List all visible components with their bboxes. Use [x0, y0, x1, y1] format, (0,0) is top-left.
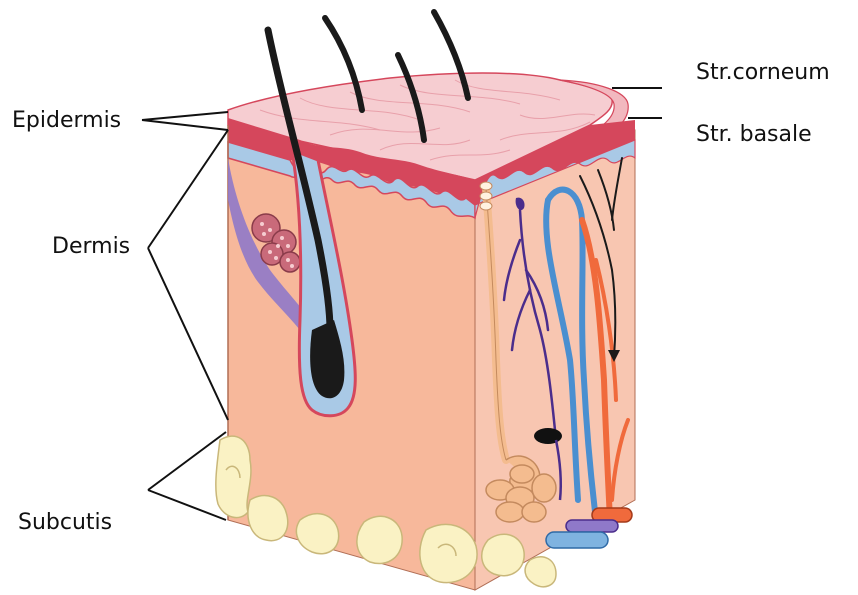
- pacinian-corpuscle: [534, 428, 562, 444]
- sweat-pore: [480, 182, 492, 210]
- dermis-leader: [148, 130, 228, 420]
- label-stratum-corneum: Str.corneum: [696, 62, 830, 84]
- epidermis-leader: [142, 112, 228, 130]
- label-subcutis: Subcutis: [18, 512, 112, 534]
- subcutis-leader: [148, 432, 226, 520]
- label-epidermis: Epidermis: [12, 110, 121, 132]
- label-stratum-basale: Str. basale: [696, 124, 812, 146]
- label-dermis: Dermis: [52, 236, 130, 258]
